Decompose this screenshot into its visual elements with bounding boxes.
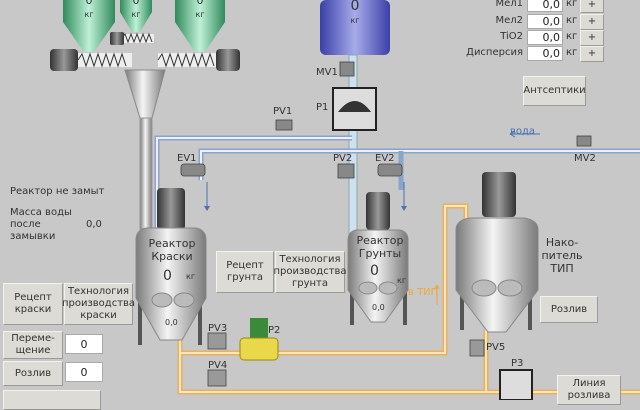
reactor-paint-unit: кг: [186, 272, 196, 281]
mv2-valve: [576, 135, 592, 147]
reactor-paint-title: Реактор Краски: [148, 237, 196, 263]
antiseptics-button[interactable]: Антсептики: [523, 76, 586, 106]
unit: кг: [566, 31, 578, 42]
reactor-paint-sub: 0,0: [165, 318, 178, 327]
ev2-valve: [377, 163, 403, 177]
p3-pump: [499, 369, 533, 400]
reactor-paint-value: 0: [163, 268, 172, 284]
add-button[interactable]: +: [580, 14, 604, 30]
pv2-valve: [337, 163, 355, 179]
p2-label: P2: [268, 325, 281, 336]
paint-tech-button[interactable]: Технология производства краски: [62, 283, 135, 325]
primer-recipe-button[interactable]: Рецепт грунта: [216, 251, 274, 293]
transfer-input[interactable]: 0: [65, 334, 103, 354]
reactor-paint-vessel: [135, 188, 207, 345]
unit: кг: [566, 47, 578, 58]
p2-pump: [239, 318, 279, 361]
ev2-label: EV2: [375, 153, 395, 164]
wash-status: Реактор не замыт: [10, 186, 105, 197]
ingredient-label: Мел2: [495, 15, 523, 26]
water-mass-label: Масса воды после замывки: [10, 207, 72, 242]
reactor-primer-sub: 0,0: [372, 303, 385, 312]
silo-3: [175, 0, 225, 52]
mv2-label: MV2: [574, 153, 596, 164]
process-diagram: [50, 0, 640, 400]
paint-recipe-button[interactable]: Рецепт краски: [3, 283, 63, 325]
ingredient-input[interactable]: 0,0: [527, 0, 563, 12]
ev1-valve: [180, 163, 206, 177]
mv1-valve: [339, 61, 355, 77]
silo-2: [120, 0, 152, 32]
p1-label: P1: [316, 102, 329, 113]
ingredient-input[interactable]: 0,0: [527, 46, 563, 61]
p1-pump: [332, 87, 377, 131]
ingredient-label: Дисперсия: [466, 47, 523, 58]
ingredient-label: Мел1: [495, 0, 523, 9]
pv2-label: PV2: [333, 153, 353, 164]
reactor-primer-vessel: [347, 192, 409, 325]
reactor-primer-title: Реактор Грунты: [356, 234, 404, 260]
screw-motor-1: [50, 49, 78, 71]
storage-title: Нако- питель ТИП: [541, 236, 583, 275]
ingredient-input[interactable]: 0,0: [527, 30, 563, 45]
transfer-button[interactable]: Переме- щение: [3, 331, 63, 359]
water-mass-value: 0,0: [86, 219, 102, 230]
ingredient-input[interactable]: 0,0: [527, 14, 563, 29]
pv1-label: PV1: [273, 106, 293, 117]
silo-1: [63, 0, 115, 52]
ev1-label: EV1: [177, 153, 197, 164]
unit: кг: [566, 0, 578, 9]
unit: кг: [566, 15, 578, 26]
to-storage-label: в ТИП: [408, 287, 439, 298]
bottling-line-button[interactable]: Линия розлива: [557, 375, 621, 405]
add-button[interactable]: +: [580, 30, 604, 46]
mv1-label: MV1: [316, 67, 338, 78]
pv1-valve: [275, 119, 293, 131]
pv3-label: PV3: [208, 323, 228, 334]
reactor-primer-value: 0: [370, 263, 379, 279]
ingredient-label: TiO2: [500, 31, 523, 42]
reactor-primer-unit: кг: [397, 276, 407, 285]
water-tank: [320, 0, 390, 55]
water-label: вода: [510, 126, 536, 137]
primer-tech-button[interactable]: Технология производства грунта: [273, 251, 347, 293]
p3-label: P3: [511, 358, 524, 369]
pv4-label: PV4: [208, 360, 228, 371]
storage-vessel: [455, 172, 539, 333]
storage-fill-button[interactable]: Розлив: [540, 296, 598, 323]
fill-button[interactable]: Розлив: [3, 361, 63, 386]
add-button[interactable]: +: [580, 46, 604, 62]
fill-input[interactable]: 0: [65, 362, 103, 382]
screw-motor-3: [216, 49, 240, 71]
add-button[interactable]: +: [580, 0, 604, 13]
emergency-button[interactable]: [3, 390, 101, 410]
pv5-label: PV5: [486, 342, 506, 353]
